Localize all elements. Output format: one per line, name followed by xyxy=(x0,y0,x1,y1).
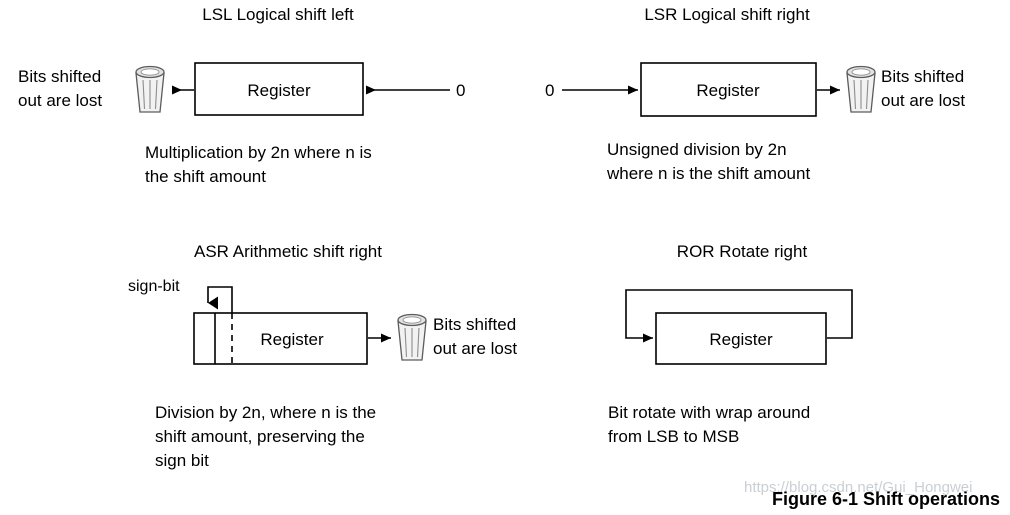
trash-bin-icon xyxy=(846,65,876,113)
panel-lsr-description-line2: where n is the shift amount xyxy=(606,164,810,183)
panel-lsr-register-label: Register xyxy=(696,81,760,100)
panel-lsl-register-box xyxy=(194,62,364,116)
panel-lsl: LSL Logical shift left Bits shifted out … xyxy=(18,5,465,186)
panel-asr-lost-label-line2: out are lost xyxy=(433,339,517,358)
panel-ror-title: ROR Rotate right xyxy=(677,242,808,261)
panel-lsl-input-label: 0 xyxy=(456,81,465,100)
panel-lsl-register-label: Register xyxy=(247,81,311,100)
panel-asr-register-box xyxy=(193,312,368,365)
panel-lsl-title: LSL Logical shift left xyxy=(202,5,354,24)
panel-lsr-input-label: 0 xyxy=(545,81,554,100)
panel-ror-register-box xyxy=(655,312,827,365)
panel-asr: ASR Arithmetic shift right sign-bit Regi… xyxy=(128,242,517,470)
panel-ror: ROR Rotate right Register Bit rotate wit… xyxy=(608,242,853,446)
panel-asr-sign-bit-label: sign-bit xyxy=(128,278,180,295)
panel-asr-register-label: Register xyxy=(260,330,324,349)
panel-lsl-description-line2: the shift amount xyxy=(145,167,266,186)
panel-ror-description-line2: from LSB to MSB xyxy=(608,427,739,446)
figure-caption: Figure 6-1 Shift operations xyxy=(772,489,1000,509)
panel-lsr-register-box xyxy=(640,62,817,117)
panel-asr-description-line3: sign bit xyxy=(155,451,209,470)
figure-caption-group: https://blog.csdn.net/Gui_Hongwei Figure… xyxy=(744,479,1000,509)
panel-ror-description-line1: Bit rotate with wrap around xyxy=(608,403,810,422)
panel-lsr-lost-label-line2: out are lost xyxy=(881,91,965,110)
panel-ror-wrap-path xyxy=(625,289,853,343)
panel-asr-description-line2: shift amount, preserving the xyxy=(155,427,365,446)
panel-lsl-description-line1: Multiplication by 2n where n is xyxy=(145,143,372,162)
trash-bin-icon xyxy=(397,313,427,361)
panel-lsr-lost-label-line1: Bits shifted xyxy=(881,67,964,86)
panel-asr-lost-label-line1: Bits shifted xyxy=(433,315,516,334)
trash-bin-icon xyxy=(135,65,165,113)
panel-asr-sign-bit-feedback-path xyxy=(207,286,233,313)
panel-lsr: LSR Logical shift right 0 Register Bits … xyxy=(545,5,965,183)
panel-asr-title: ASR Arithmetic shift right xyxy=(194,242,382,261)
panel-ror-register-label: Register xyxy=(709,330,773,349)
panel-lsr-description-line1: Unsigned division by 2n xyxy=(607,140,787,159)
watermark-label: https://blog.csdn.net/Gui_Hongwei xyxy=(744,479,972,496)
panel-lsr-title: LSR Logical shift right xyxy=(644,5,810,24)
panel-lsl-lost-label-line1: Bits shifted xyxy=(18,67,101,86)
panel-asr-description-line1: Division by 2n, where n is the xyxy=(155,403,376,422)
panel-lsl-lost-label-line2: out are lost xyxy=(18,91,102,110)
